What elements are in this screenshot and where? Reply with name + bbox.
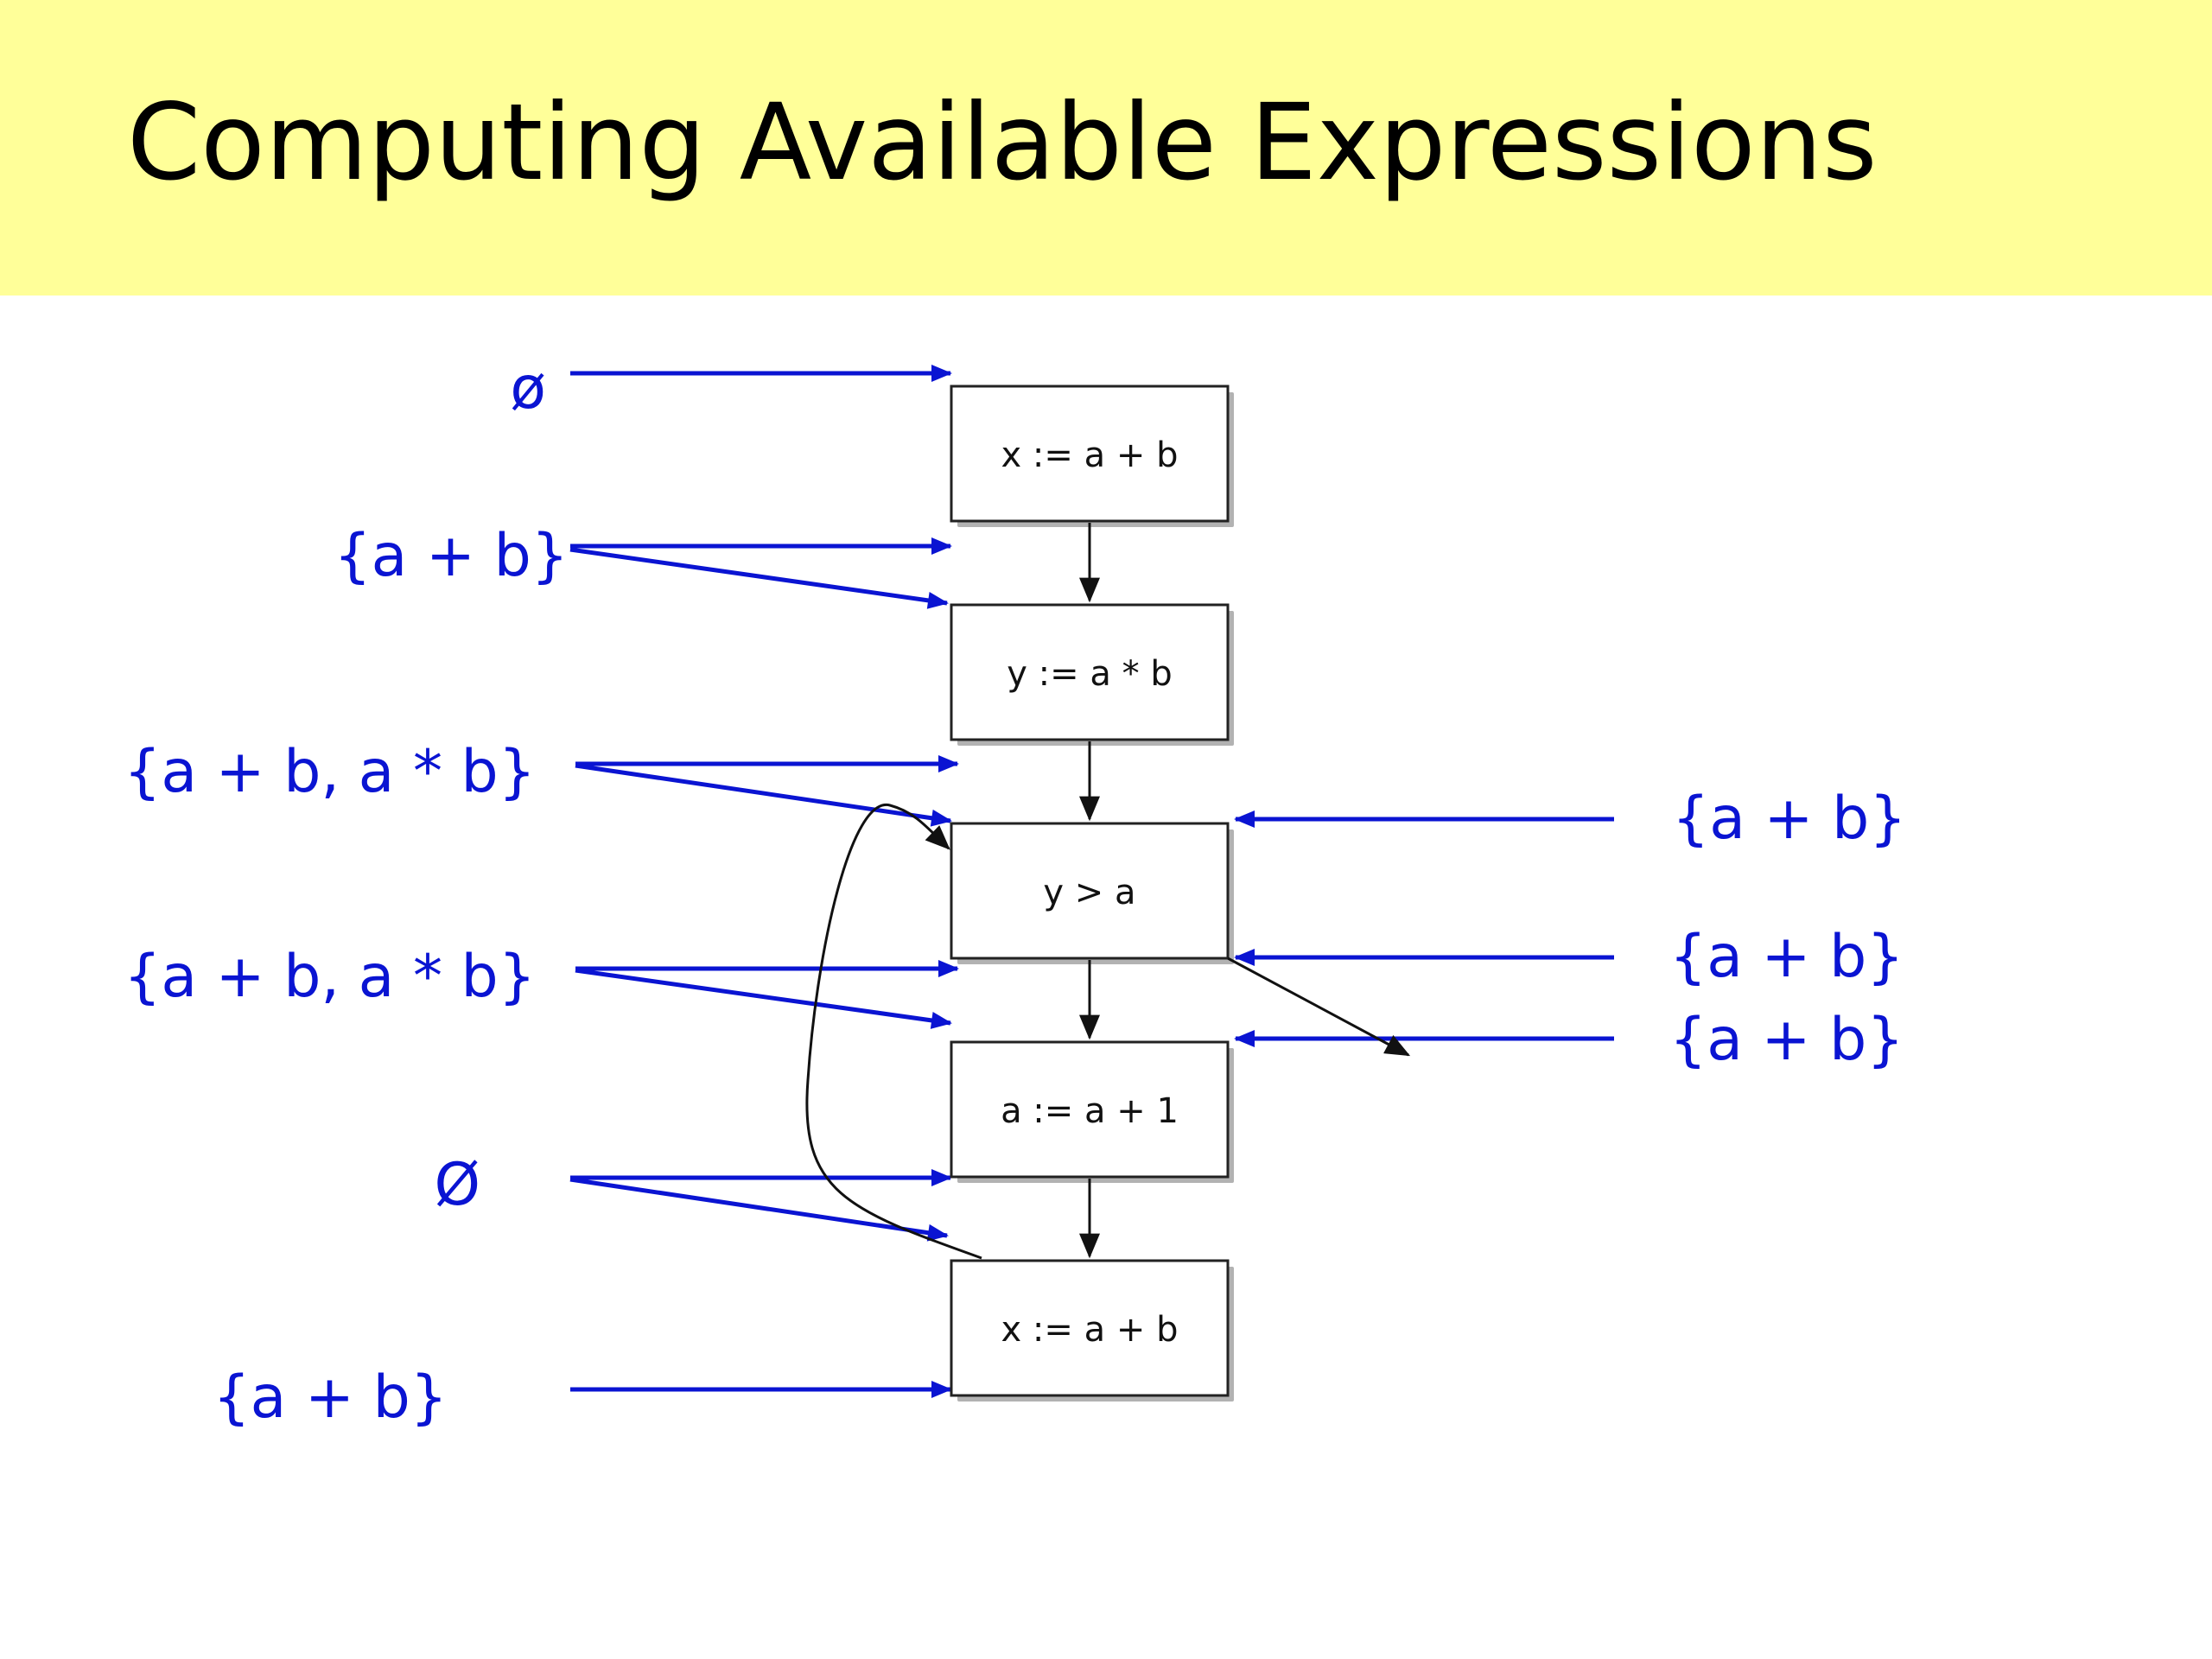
right-availability-arrows [1234,810,1614,1047]
node-box [950,822,1230,960]
cfg-edges [805,523,1411,1260]
cfg-node-5: x := a + b [950,1259,1230,1397]
back-edge-n5-n3 [805,804,982,1260]
slide-title: Computing Available Expressions [127,81,1878,204]
exit-edge-n3 [1227,957,1411,1057]
left-availability-arrows [569,365,959,1398]
set-label: {a + b} [1669,1006,1904,1074]
node-text: y > a [1043,873,1135,912]
arrow-l3-in-n3 [575,763,952,827]
node-box [950,1259,1230,1397]
cfg-node-4: a := a + 1 [950,1040,1230,1179]
title-band [0,0,2212,296]
node-text: a := a + 1 [1001,1091,1179,1131]
cfg-node-3: y > a [950,822,1230,960]
node-box [950,385,1230,523]
node-text: y := a * b [1007,654,1172,694]
set-label: {a + b, a * b} [124,738,536,806]
set-label: {a + b, a * b} [124,943,536,1011]
set-label: {a + b} [1669,923,1904,991]
set-label: {a + b} [213,1363,448,1432]
arrow-l5-in-n5 [569,1177,949,1242]
node-box [950,1040,1230,1179]
node-box [950,603,1230,741]
arrow-l4-in-n4 [575,968,952,1029]
node-text: x := a + b [1001,435,1179,475]
cfg-node-1: x := a + b [950,385,1230,523]
set-label: {a + b} [1672,785,1907,853]
set-label: Ø [434,1151,480,1219]
arrow-l2-in-n2 [569,547,949,609]
left-set-labels: ø {a + b} {a + b, a * b} {a + b, a * b} … [124,354,569,1432]
cfg-node-2: y := a * b [950,603,1230,741]
node-text: x := a + b [1001,1310,1179,1350]
set-label: {a + b} [334,522,569,590]
right-set-labels: {a + b} {a + b} {a + b} [1669,785,1907,1074]
set-label: ø [510,354,546,423]
